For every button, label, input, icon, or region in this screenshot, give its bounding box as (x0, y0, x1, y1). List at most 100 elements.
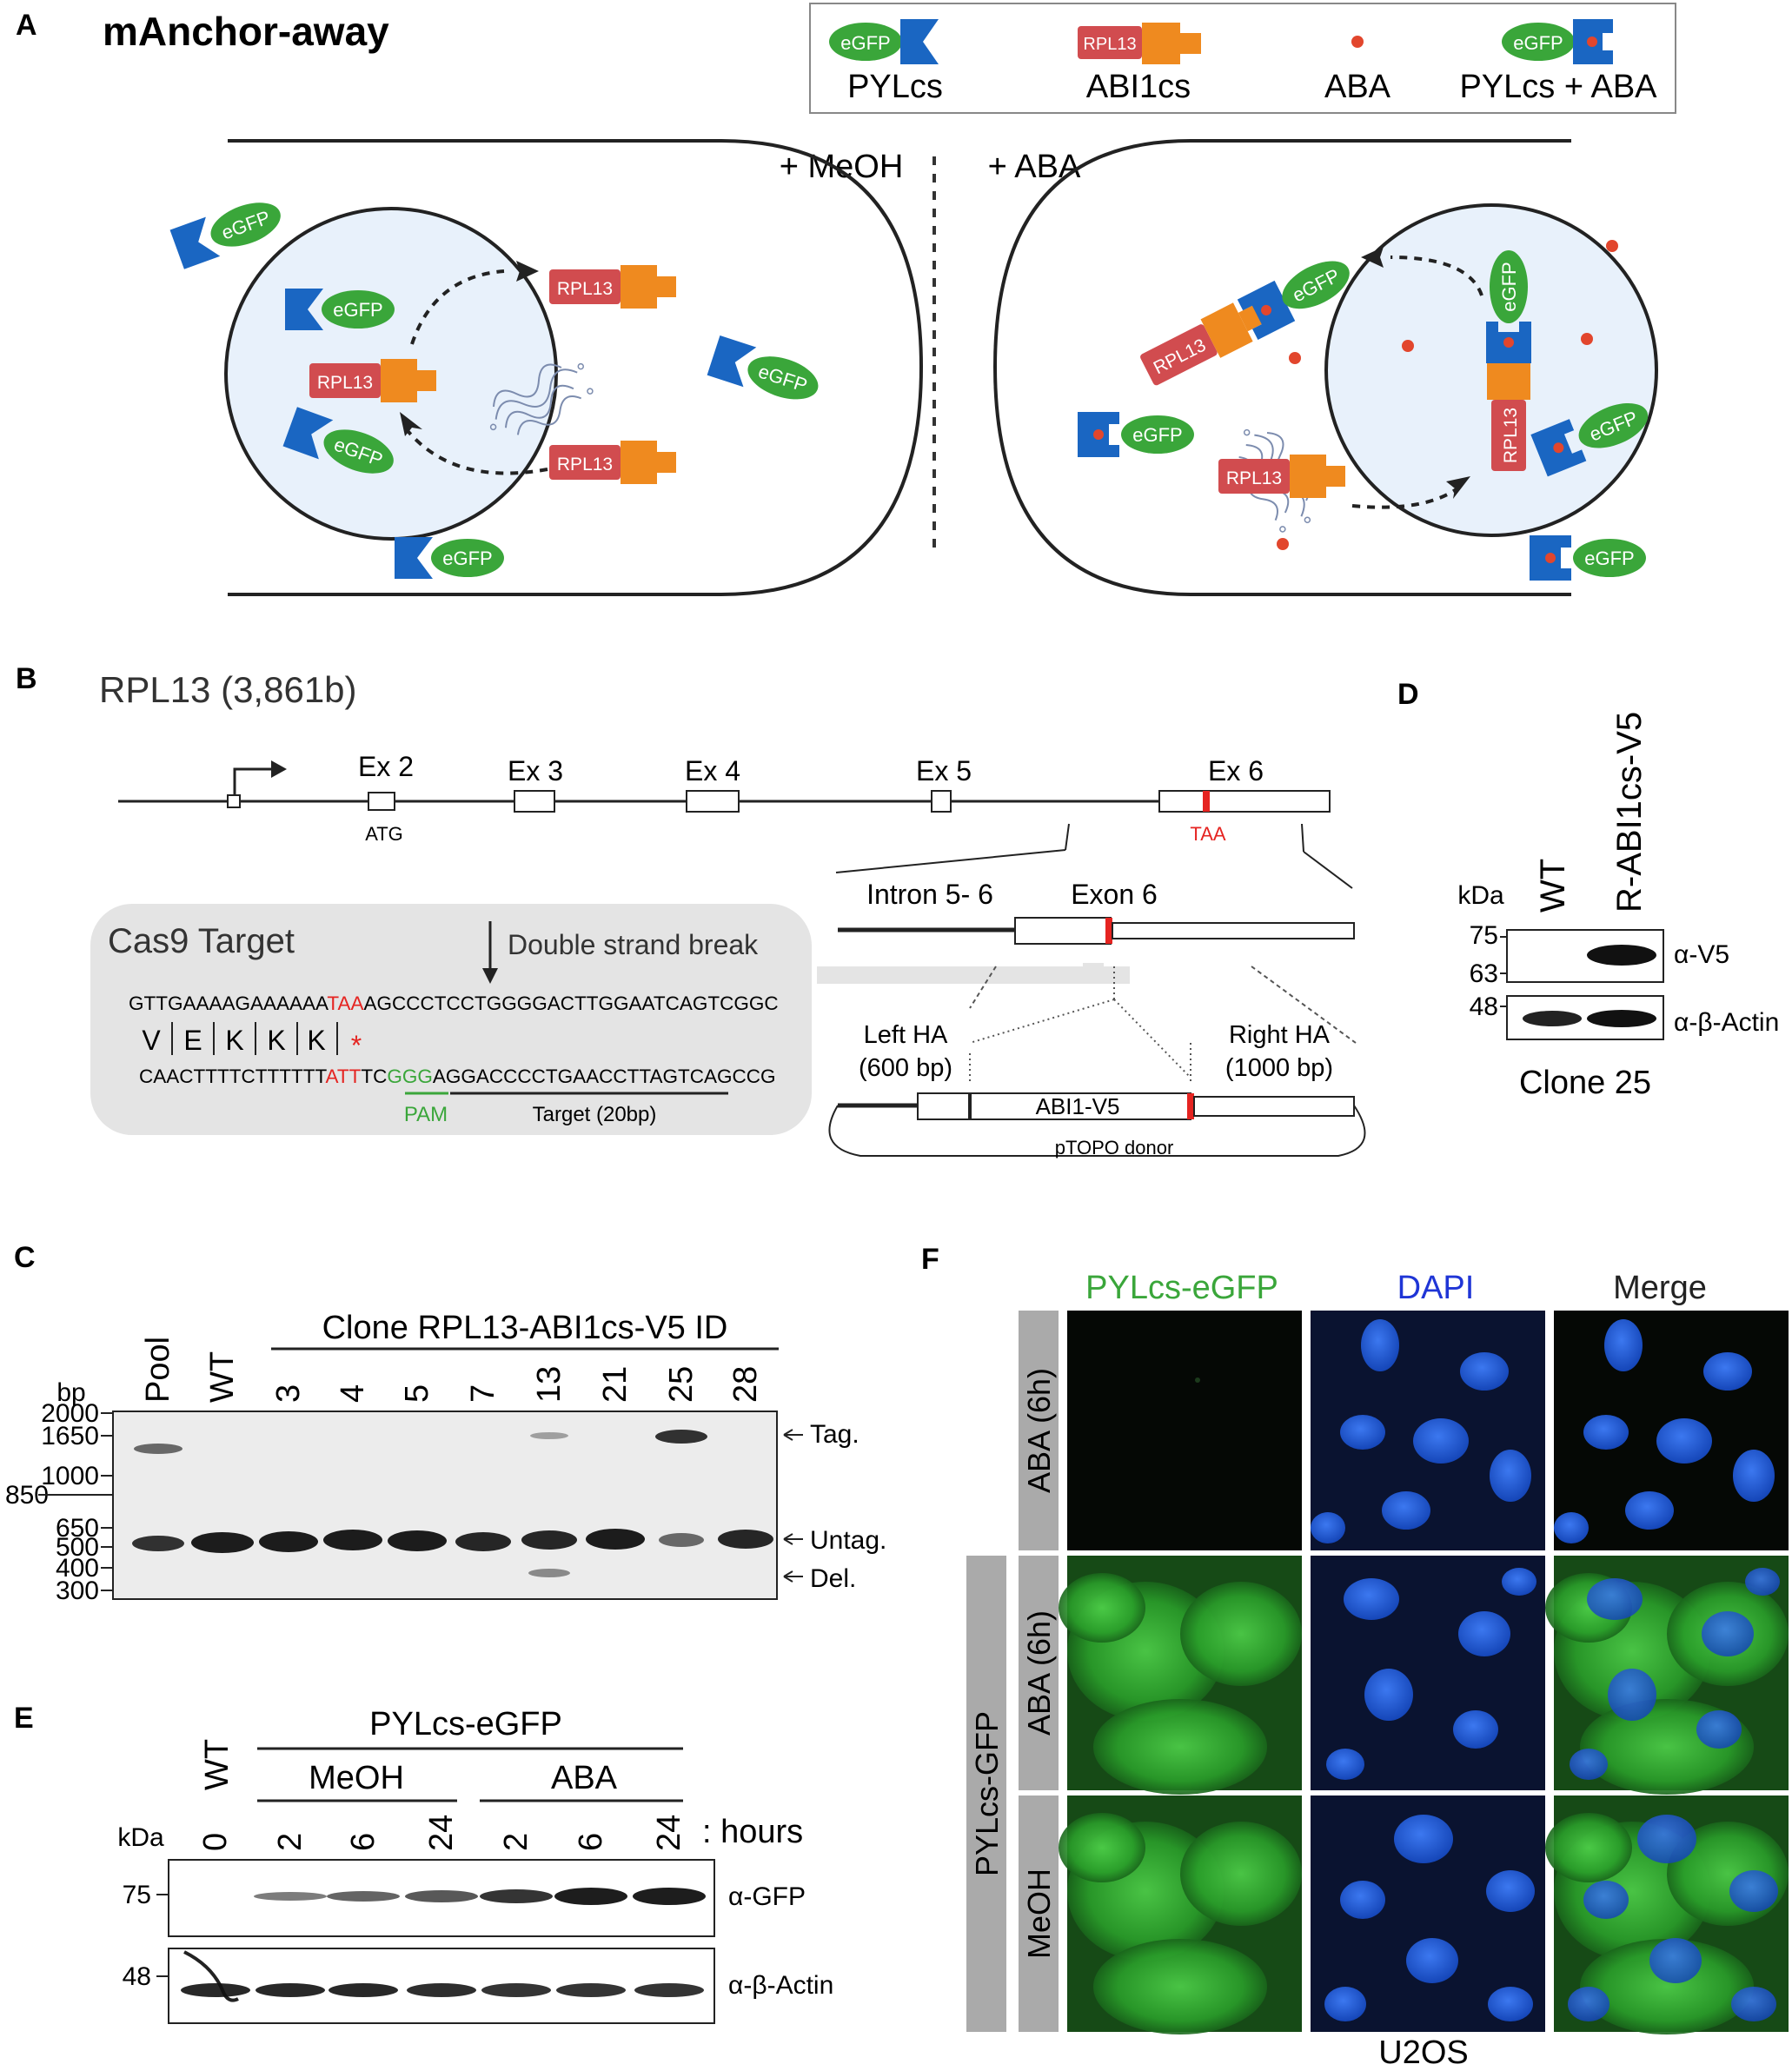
c-marker-label: 650 (56, 1514, 99, 1543)
rpl13-abi1-cyto-2: RPL13 (549, 441, 676, 484)
c-band (718, 1530, 773, 1549)
legend-pylcs: PYLcs (847, 69, 943, 105)
arrow-head (400, 412, 422, 436)
d-marker-63: 63 (1470, 959, 1498, 988)
pylcs-egfp-2: eGFP (285, 289, 395, 330)
rpl13-pylcs-complex-cyto: RPL13 eGFP (1140, 261, 1350, 386)
d-band-actin-wt (1523, 1011, 1582, 1026)
c-bp: bp (56, 1378, 85, 1407)
cas9-title: Cas9 Target (108, 922, 295, 960)
meoh-condition: + MeOH (780, 149, 904, 185)
cas9-target-box: Cas9 Target Double strand break GTTGAAAA… (90, 904, 1130, 1135)
c-marker-label: 300 (56, 1576, 99, 1605)
e-gfp-band (254, 1892, 327, 1901)
c-lane-label: Pool (140, 1337, 176, 1403)
cell-aba: RPL13 eGFP eGFP RPL13 eGFP (992, 139, 1658, 596)
f-cell-line: U2OS (1378, 2034, 1468, 2071)
donor-label: pTOPO donor (1055, 1137, 1174, 1158)
aa-4: K (267, 1025, 285, 1056)
pylcs-aba-egfp-cyto-1: eGFP (1078, 412, 1194, 457)
c-lane-label: 25 (663, 1366, 700, 1403)
arrow-head (1446, 476, 1470, 499)
c-band (134, 1444, 183, 1454)
pylcs-aba-egfp-cyto-2: eGFP (1530, 535, 1646, 581)
aba-dot-icon (1351, 36, 1364, 48)
d-clone-label: Clone 25 (1519, 1065, 1651, 1101)
export-arrow-aba (1390, 256, 1483, 296)
egfp-label: eGFP (1132, 424, 1182, 446)
top-seq-a: GTTGAAAAGAAAAAA (129, 992, 329, 1014)
c-lane-label: 21 (597, 1366, 634, 1403)
d-band-actin-clone (1587, 1010, 1656, 1027)
e-actin-bands (181, 1983, 704, 1997)
egfp-label: eGFP (1584, 548, 1634, 569)
f-tile (1311, 1311, 1545, 1550)
legend-egfp-label: eGFP (840, 32, 890, 54)
c-lane-label: 7 (465, 1384, 501, 1403)
aba-dot (1606, 240, 1618, 252)
panel-b-letter: B (16, 662, 37, 695)
f-image-grid (1059, 1311, 1789, 2034)
e-hour-label: 24 (651, 1815, 687, 1851)
aba-dot (1402, 340, 1414, 352)
e-actin-band (481, 1983, 551, 1997)
f-col-gfp: PYLcs-eGFP (1085, 1270, 1278, 1306)
right-ha-size: (1000 bp) (1225, 1054, 1333, 1082)
aa-3: K (225, 1025, 243, 1056)
exon-3-label: Ex 3 (508, 755, 563, 787)
c-marker-label: 500 (56, 1533, 99, 1562)
e-hour-label: 24 (423, 1815, 460, 1851)
c-band (530, 1432, 568, 1439)
top-seq-c: AGCCCTCCTGGGGACTTGGAATCAGTCGGC (364, 992, 779, 1014)
tss-arrow (233, 767, 273, 795)
left-ha-size: (600 bp) (859, 1054, 952, 1082)
c-gel (112, 1411, 778, 1600)
d-lane-wt: WT (1534, 859, 1572, 913)
f-tile (1059, 1796, 1302, 2034)
legend-rpl13-label: RPL13 (1083, 35, 1136, 54)
f-row2-label: ABA (6h) (1021, 1610, 1057, 1736)
target-label: Target (20bp) (533, 1103, 657, 1126)
c-marker-label: 400 (56, 1554, 99, 1583)
c-marker-label: 1000 (41, 1462, 99, 1490)
c-band (132, 1536, 184, 1551)
e-actin-band (556, 1983, 626, 1997)
c-lane-label: 3 (270, 1384, 307, 1403)
pylcs-egfp-4: eGFP (707, 335, 819, 400)
c-lane-label: 5 (399, 1384, 435, 1403)
c-tag-arrow (783, 1429, 803, 1441)
bottom-strand: CAACTTTTCTTTTTTATTTCGGGAGGACCCCTGAACCTTA… (139, 1065, 775, 1087)
rpl13-label: RPL13 (1501, 408, 1521, 463)
exon6-zoom: Intron 5- 6 Exon 6 (838, 879, 1355, 945)
bot-seq-a: CAACTTTTCTTTTTT (139, 1065, 327, 1087)
c-del-arrow (783, 1570, 803, 1583)
gene-map: Ex 2 Ex 3 Ex 4 Ex 5 Ex 6 ATG TAA (118, 751, 1353, 889)
dsb-label: Double strand break (508, 929, 759, 960)
abi1cs-icon: RPL13 (1078, 23, 1201, 64)
e-hour-label: 2 (272, 1833, 309, 1851)
legend: eGFP PYLcs RPL13 ABI1cs ABA eGFP PYLcs +… (809, 3, 1676, 114)
legend-egfp-label-2: eGFP (1513, 32, 1563, 54)
f-row3-label: MeOH (1021, 1869, 1057, 1959)
rpl13-label: RPL13 (317, 373, 373, 393)
c-band (455, 1532, 511, 1551)
abi1-v5-label: ABI1-V5 (1036, 1093, 1120, 1119)
c-band (259, 1531, 318, 1552)
c-band (655, 1430, 707, 1444)
f-tile (1545, 1796, 1789, 2034)
c-band (191, 1532, 254, 1553)
exon-4-label: Ex 4 (685, 755, 740, 787)
f-col-dapi: DAPI (1397, 1270, 1475, 1306)
e-actin-band (407, 1983, 476, 1997)
c-lane-label: 4 (335, 1384, 371, 1403)
panel-e-letter: E (14, 1702, 34, 1735)
e-gfp-band (480, 1889, 553, 1903)
pylcs-icon: eGFP (829, 19, 939, 64)
pam-label: PAM (404, 1103, 448, 1126)
gene-title: RPL13 (3,861b) (99, 669, 357, 710)
e-label-actin: α-β-Actin (728, 1971, 833, 2000)
f-row1-label: ABA (6h) (1021, 1368, 1057, 1493)
d-marker-48: 48 (1470, 992, 1498, 1021)
aa-2: E (183, 1025, 202, 1056)
